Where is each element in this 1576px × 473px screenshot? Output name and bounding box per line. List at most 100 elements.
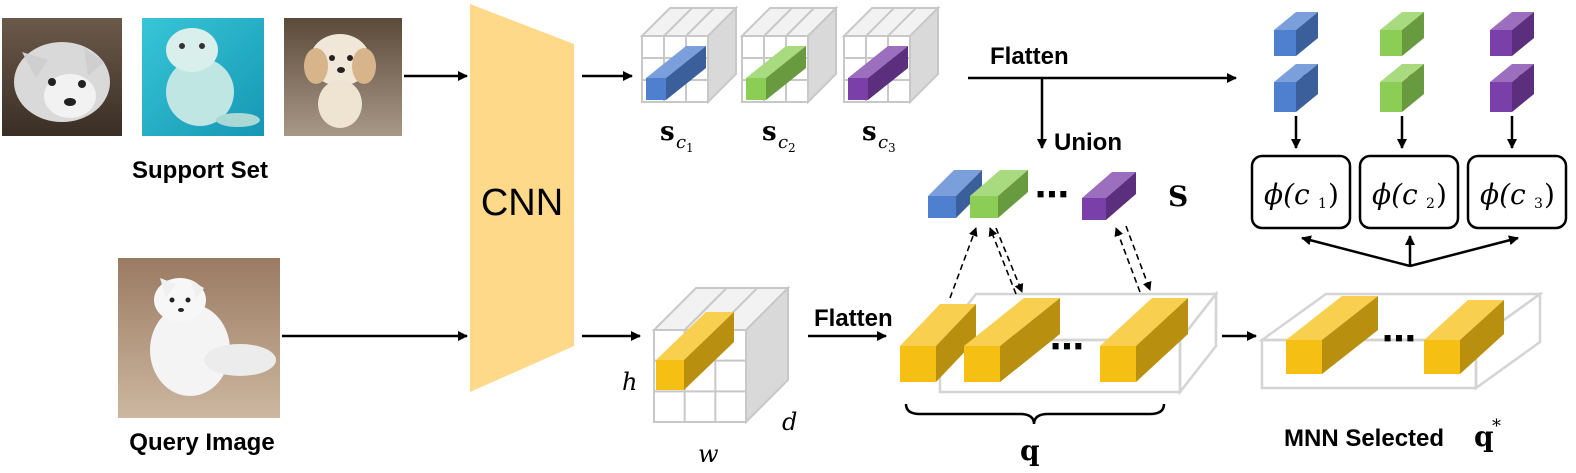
flatten-bottom-label: Flatten: [814, 305, 893, 332]
stack-c3-top: [1490, 12, 1534, 56]
nn-arrow-1: [949, 227, 978, 299]
query-cube-tline: [683, 287, 728, 331]
mnn-bar-1-side: [1322, 296, 1378, 374]
query-bar-1-top: [900, 304, 976, 346]
union-bar-purple-top: [1082, 172, 1136, 198]
query-bar-1-side: [936, 304, 976, 382]
stack-c2-top-top: [1380, 12, 1424, 30]
stack-c2-top-side: [1402, 12, 1424, 56]
union-bar-purple-front: [1082, 198, 1106, 220]
nn-arrow-4: [1125, 225, 1152, 291]
q-label: q: [1020, 434, 1040, 467]
svg-text:): ): [1328, 178, 1339, 211]
support-cube-3-tline: [865, 7, 895, 37]
support-descriptor-2: [746, 46, 806, 100]
stack-c2-bottom-side: [1402, 64, 1424, 112]
query-bar-2-front: [964, 346, 1000, 382]
query-ellipsis: ⋯: [1050, 328, 1084, 366]
stack-c1-bottom-top: [1274, 64, 1318, 82]
query-image-fox: [118, 258, 280, 418]
stack-c3-bottom-front: [1490, 82, 1512, 112]
s-c1-idx: 1: [686, 141, 694, 155]
support-cube-3-tline: [887, 7, 917, 37]
phi-c1-box: ϕ(c 1 ): [1250, 154, 1352, 230]
S-label: S: [1168, 180, 1188, 213]
mnn-bar-1: [1286, 296, 1378, 374]
mnn-bar-2-top: [1424, 300, 1504, 340]
support-descriptor-2-side: [766, 46, 806, 100]
support-image-poodle: [284, 18, 402, 136]
nn-arrow-5: [1114, 227, 1141, 293]
stack-c3-top-front: [1490, 30, 1512, 56]
stack-c2-bottom: [1380, 64, 1424, 112]
stack-c2-bottom-top: [1380, 64, 1424, 82]
arrow-to-phi-c3: [1409, 235, 1519, 268]
union-bar-blue: [928, 170, 982, 218]
flatten-top-label: Flatten: [990, 43, 1069, 70]
query-bar-1: [900, 304, 976, 382]
query-cube-descriptor: [656, 312, 734, 390]
cnn-label: CNN: [481, 182, 563, 224]
q-star-label: q: [1474, 420, 1494, 453]
s-c2-label: s: [762, 117, 777, 147]
svg-text:2: 2: [1426, 196, 1435, 212]
phi-c2-box: ϕ(c 2 ): [1358, 154, 1460, 230]
mnn-bar-1-front: [1286, 340, 1322, 374]
union-bar-blue-top: [928, 170, 982, 196]
nn-arrow-3: [995, 227, 1024, 293]
union-bar-green-front: [970, 196, 998, 218]
support-descriptor-3-side: [868, 46, 908, 100]
stack-c2-top-front: [1380, 30, 1402, 56]
support-set-label: Support Set: [132, 157, 268, 184]
svg-text:3: 3: [1534, 196, 1543, 212]
stack-c1-top-side: [1296, 12, 1318, 56]
support-descriptor-3: [848, 46, 908, 100]
stack-c1-top: [1274, 12, 1318, 56]
support-image-fox: [2, 18, 122, 136]
s-c2-idx: 2: [788, 141, 796, 155]
class-descriptor-stacks: [1274, 12, 1534, 149]
query-cube-descriptor-front: [656, 360, 684, 390]
support-descriptor-2-top: [746, 46, 806, 78]
mnn-bar-2-side: [1460, 300, 1504, 374]
svg-text:): ): [1436, 178, 1447, 211]
support-descriptor-2-front: [746, 78, 766, 100]
query-bar-3-side: [1136, 298, 1188, 382]
cnn-block: [470, 4, 574, 392]
arrow-to-phi-c1: [1301, 235, 1411, 268]
mnn-tray: [1258, 291, 1544, 391]
mnn-tray-front: [1260, 338, 1478, 390]
q-brace: [904, 403, 1166, 425]
union-bar-purple-side: [1106, 172, 1136, 220]
stack-c1-top-front: [1274, 30, 1296, 56]
svg-text:ϕ(c: ϕ(c: [1372, 178, 1418, 211]
s-c3-label: s: [862, 117, 877, 147]
union-ellipsis: ⋯: [1035, 176, 1069, 214]
mnn-bar-2-front: [1424, 340, 1460, 374]
union-bar-green-top: [970, 170, 1028, 196]
query-bar-3-front: [1100, 346, 1136, 382]
svg-text:ϕ(c: ϕ(c: [1264, 178, 1310, 211]
svg-text:1: 1: [1318, 196, 1327, 212]
query-bar-2-top: [964, 298, 1060, 346]
d-label: d: [782, 408, 797, 436]
query-bar-2-side: [1000, 298, 1060, 382]
support-descriptor-1-front: [646, 78, 666, 100]
h-label: h: [622, 368, 637, 396]
union-bar-blue-side: [956, 170, 982, 218]
support-image-seal: [142, 18, 264, 136]
stack-c3-bottom-side: [1512, 64, 1534, 112]
stack-c3-top-side: [1512, 12, 1534, 56]
support-cube-2-tline: [763, 7, 793, 37]
query-bar-2: [964, 298, 1060, 382]
stack-c3-bottom-top: [1490, 64, 1534, 82]
support-descriptor-1-side: [666, 46, 706, 100]
support-descriptor-1: [646, 46, 706, 100]
query-bar-3: [1100, 298, 1188, 382]
s-c2-sub: c: [778, 132, 788, 153]
mnn-selected-label: MNN Selected: [1284, 425, 1444, 452]
query-image-label: Query Image: [129, 429, 274, 456]
mnn-selected-descriptors: [1258, 291, 1544, 391]
s-c3-sub: c: [878, 132, 888, 153]
